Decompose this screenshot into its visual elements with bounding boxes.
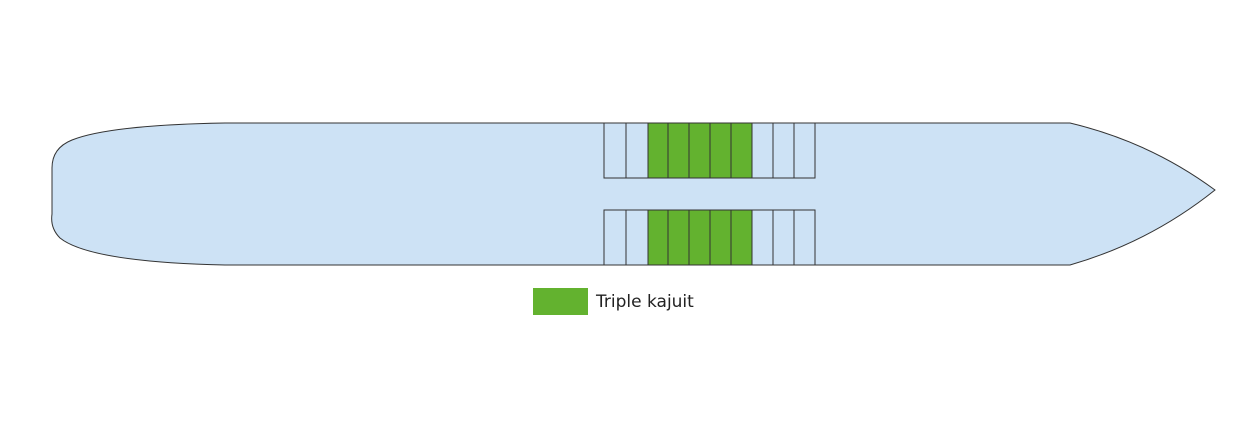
cabin-upper-6-triple <box>709 122 732 179</box>
cabin-rows <box>603 122 816 266</box>
cabin-lower-10-standard <box>793 209 816 266</box>
cabin-lower-2-standard <box>625 209 649 266</box>
legend-swatch-triple <box>533 288 588 315</box>
cabin-lower-9-standard <box>772 209 795 266</box>
cabin-upper-10-standard <box>793 122 816 179</box>
cabin-lower-7-triple <box>730 209 753 266</box>
cabin-lower-4-triple <box>667 209 690 266</box>
legend: Triple kajuit <box>533 288 694 315</box>
cabin-upper-4-triple <box>667 122 690 179</box>
cabin-lower-3-triple <box>647 209 669 266</box>
cabin-lower-1-standard <box>603 209 627 266</box>
cabin-upper-3-triple <box>647 122 669 179</box>
cabin-lower-5-triple <box>688 209 711 266</box>
legend-label-triple: Triple kajuit <box>596 291 694 312</box>
cabin-lower-6-triple <box>709 209 732 266</box>
cabin-upper-2-standard <box>625 122 649 179</box>
cabin-lower-8-standard <box>751 209 774 266</box>
cabin-upper-1-standard <box>603 122 627 179</box>
cabin-upper-9-standard <box>772 122 795 179</box>
cabin-upper-7-triple <box>730 122 753 179</box>
ship-hull <box>51 122 1216 266</box>
cabin-upper-8-standard <box>751 122 774 179</box>
cabin-upper-5-triple <box>688 122 711 179</box>
